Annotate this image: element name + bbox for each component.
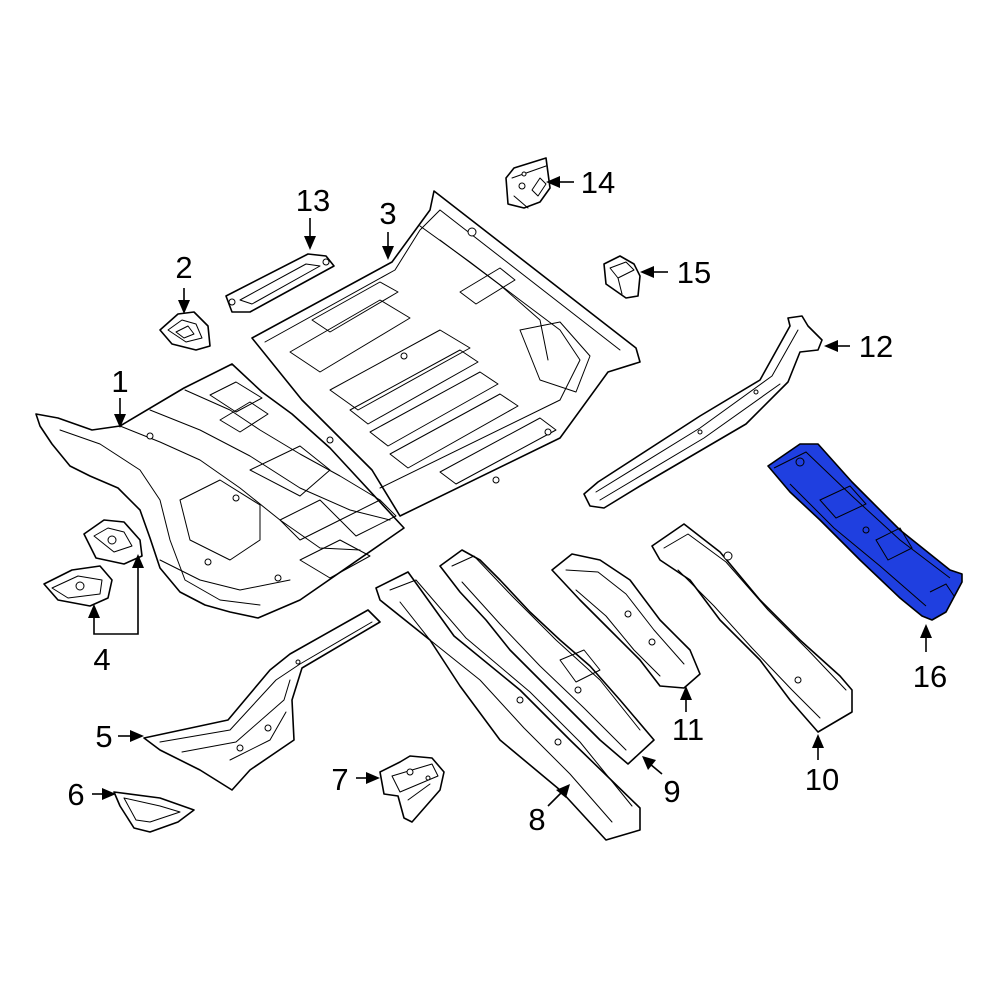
callout-11[interactable]: 11 <box>672 712 704 747</box>
part-12-rail[interactable] <box>583 315 823 509</box>
callout-16[interactable]: 16 <box>913 659 947 694</box>
callout-8[interactable]: 8 <box>528 802 545 837</box>
callout-4[interactable]: 4 <box>93 642 110 677</box>
callout-10[interactable]: 10 <box>805 762 839 797</box>
callout-2[interactable]: 2 <box>175 250 192 285</box>
callout-1[interactable]: 1 <box>111 364 128 399</box>
part-9-rail[interactable] <box>439 549 655 765</box>
callout-5[interactable]: 5 <box>95 719 112 754</box>
part-6-gusset[interactable] <box>113 791 195 833</box>
part-13-cover-plate[interactable] <box>225 253 335 313</box>
part-3-floor-pan[interactable] <box>251 190 641 517</box>
callout-15[interactable]: 15 <box>677 255 711 290</box>
callout-12[interactable]: 12 <box>859 329 893 364</box>
callout-9[interactable]: 9 <box>663 774 680 809</box>
callout-13[interactable]: 13 <box>296 183 330 218</box>
callout-6[interactable]: 6 <box>67 777 84 812</box>
callout-7[interactable]: 7 <box>331 762 348 797</box>
callout-labels: 1 2 3 4 5 6 7 8 9 10 11 12 13 14 15 16 <box>67 165 947 837</box>
part-11-rail[interactable] <box>551 553 701 689</box>
part-1-front-floor-pan[interactable] <box>35 363 405 619</box>
leader-lines <box>88 176 932 807</box>
callout-3[interactable]: 3 <box>379 196 396 231</box>
part-5-crossmember[interactable] <box>143 609 381 791</box>
part-8-rail[interactable] <box>375 571 641 841</box>
part-4-brackets[interactable] <box>43 519 143 607</box>
part-7-bracket[interactable] <box>379 755 445 823</box>
part-14-bracket[interactable] <box>505 157 551 209</box>
part-2-bracket[interactable] <box>159 311 211 351</box>
callout-14[interactable]: 14 <box>581 165 615 200</box>
part-15-bracket[interactable] <box>603 255 641 299</box>
part-16-highlighted-rail[interactable] <box>767 443 963 621</box>
part-10-rail[interactable] <box>651 523 853 733</box>
